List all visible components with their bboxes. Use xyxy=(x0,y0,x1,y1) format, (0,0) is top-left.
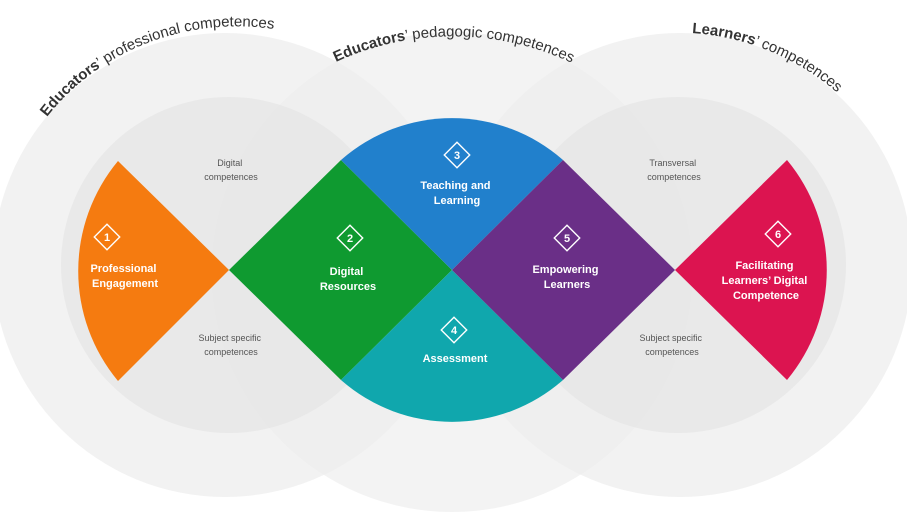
area-shape-facilitating-competence xyxy=(675,160,827,380)
diamond-badge-icon xyxy=(440,316,468,344)
area-label: Teaching and Learning xyxy=(420,180,493,207)
area-professional-engagement: 1 Professional Engagement xyxy=(90,223,159,290)
left-top-note: Digital competences xyxy=(204,158,258,182)
area-empowering-learners: 5 Empowering Learners xyxy=(532,224,601,291)
area-assessment: 4 Assessment xyxy=(423,316,488,365)
area-shape-teaching-and-learning xyxy=(341,118,563,271)
area-number: 2 xyxy=(347,233,353,245)
area-number: 1 xyxy=(104,232,110,244)
area-label: Facilitating Learners’ Digital Competenc… xyxy=(722,260,811,302)
area-label: Digital Resources xyxy=(320,266,376,293)
left-bottom-note: Subject specific competences xyxy=(198,333,263,357)
area-label: Professional Engagement xyxy=(90,263,159,290)
area-number: 3 xyxy=(454,150,460,162)
area-number: 6 xyxy=(775,229,781,241)
area-shape-digital-resources xyxy=(229,160,452,380)
competence-areas xyxy=(78,118,827,422)
area-facilitating-learners-digital-competence: 6 Facilitating Learners’ Digital Compete… xyxy=(722,220,811,302)
diamond-badge-icon xyxy=(336,224,364,252)
area-number: 5 xyxy=(564,233,570,245)
right-bottom-note: Subject specific competences xyxy=(639,333,704,357)
area-shape-empowering-learners xyxy=(452,160,675,380)
diamond-badge-icon xyxy=(93,223,121,251)
area-teaching-and-learning: 3 Teaching and Learning xyxy=(420,141,493,207)
competence-circles xyxy=(0,32,907,512)
diamond-badge-icon xyxy=(553,224,581,252)
diamond-badge-icon xyxy=(764,220,792,248)
area-digital-resources: 2 Digital Resources xyxy=(320,224,376,293)
area-label: Empowering Learners xyxy=(532,264,601,291)
area-shape-assessment xyxy=(341,270,563,422)
area-label: Assessment xyxy=(423,353,488,365)
area-shape-professional-engagement xyxy=(78,161,229,381)
right-top-note: Transversal competences xyxy=(647,158,701,182)
area-number: 4 xyxy=(451,325,458,337)
diamond-badge-icon xyxy=(443,141,471,169)
